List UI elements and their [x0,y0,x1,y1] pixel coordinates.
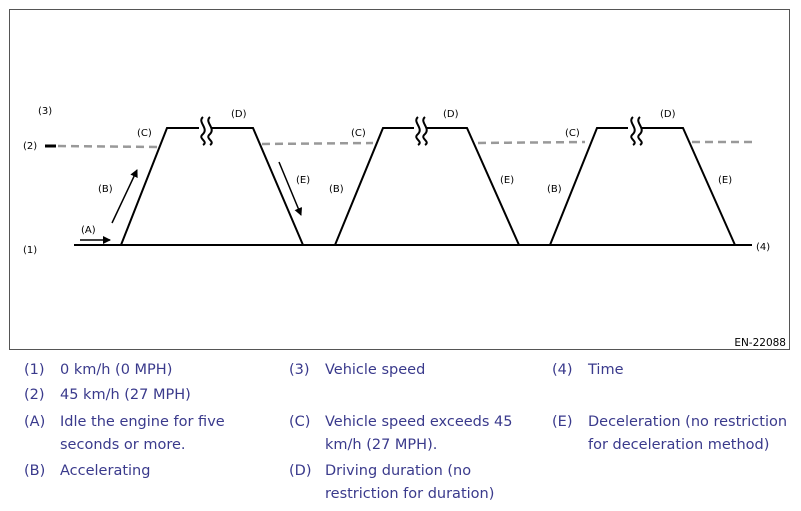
label-c-2: (C) [351,128,366,139]
label-b-3: (B) [547,184,562,195]
legend-desc-2: km/h (27 MPH). [325,437,438,453]
label-e-3: (E) [718,175,732,186]
label-y2: (2) [23,141,37,152]
legend-code: (1) [24,362,45,378]
legend-desc: Accelerating [60,463,151,479]
legend-desc: Deceleration (no restriction [588,414,788,430]
legend-code: (A) [24,414,46,430]
label-e-1: (E) [296,175,310,186]
label-e-2: (E) [500,175,514,186]
figure-id: EN-22088 [734,337,786,349]
legend-desc: 0 km/h (0 MPH) [60,362,173,378]
legend-code: (2) [24,387,45,403]
label-b-2: (B) [329,184,344,195]
label-b-1: (B) [98,184,113,195]
legend-code: (D) [289,463,312,479]
legend-desc: Driving duration (no [325,463,472,479]
cycle-2 [334,127,520,246]
break-symbols [200,116,643,146]
legend-code: (C) [289,414,311,430]
legend-desc: Time [588,362,624,378]
label-x4: (4) [756,242,770,253]
cycle-3 [549,127,736,246]
label-d-1: (D) [231,109,247,120]
legend-code: (B) [24,463,46,479]
label-y3: (3) [38,106,52,117]
legend-desc: Vehicle speed [325,362,426,378]
label-c-3: (C) [565,128,580,139]
label-a: (A) [81,225,96,236]
legend-desc-2: for deceleration method) [588,437,770,453]
speed-45-dashed-line [57,140,752,149]
label-d-2: (D) [443,109,459,120]
legend-desc-2: restriction for duration) [325,486,495,502]
legend-desc: 45 km/h (27 MPH) [60,387,191,403]
label-y1: (1) [23,245,37,256]
speed-profile [120,127,736,246]
diagram-frame [9,9,790,350]
legend-desc-2: seconds or more. [60,437,186,453]
arrow-b [111,169,138,224]
legend-desc: Idle the engine for five [60,414,225,430]
arrow-e [278,161,303,216]
label-d-3: (D) [660,109,676,120]
cycle-1 [120,127,304,246]
legend-code: (3) [289,362,310,378]
legend-desc: Vehicle speed exceeds 45 [325,414,513,430]
legend-code: (4) [552,362,573,378]
speed-time-diagram: (3) (2) (1) (4) (A) (B) (C) (D) (E) (B) … [23,106,786,349]
legend-code: (E) [552,414,573,430]
label-c-1: (C) [137,128,152,139]
